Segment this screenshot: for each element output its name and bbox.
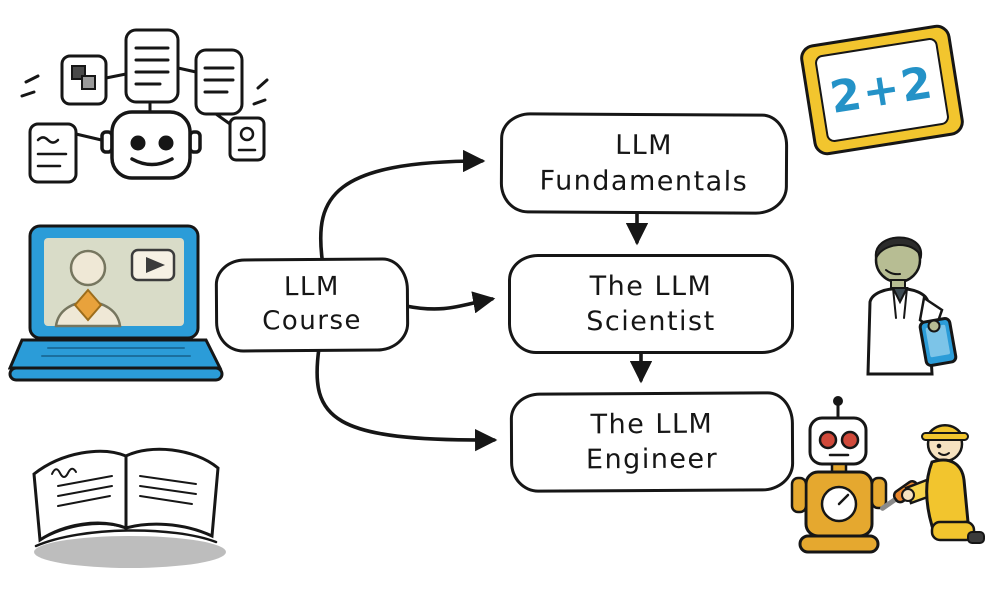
robot-mindmap-illustration	[20, 28, 269, 184]
math-board-text: 2+2	[813, 36, 951, 144]
node-llm-scientist-line1: The LLM	[589, 270, 713, 302]
scientist-with-tablet-illustration	[866, 236, 958, 376]
node-llm-fundamentals-line2: Fundamentals	[539, 164, 749, 198]
engineer-person	[880, 424, 985, 544]
presenter-avatar	[54, 249, 122, 328]
document-icons	[28, 28, 266, 184]
node-llm-engineer-line1: The LLM	[590, 408, 714, 441]
scientist-hair	[874, 236, 923, 262]
node-llm-engineer: The LLM Engineer	[509, 391, 795, 493]
node-llm-course-line1: LLM	[283, 272, 340, 303]
robot-icon	[790, 396, 888, 554]
open-book-illustration	[32, 447, 226, 568]
arrow-course-to-scientist	[404, 291, 496, 314]
node-llm-scientist-line2: Scientist	[586, 306, 716, 337]
arrow-course-to-engineer	[315, 346, 498, 452]
node-llm-fundamentals-line1: LLM	[615, 130, 674, 162]
robot-face-icon	[100, 110, 202, 180]
math-board-illustration: 2+2	[798, 22, 966, 158]
hard-hat-icon	[921, 432, 969, 441]
play-button-icon	[130, 248, 176, 282]
node-llm-scientist: The LLM Scientist	[508, 254, 794, 354]
node-llm-engineer-line2: Engineer	[585, 443, 719, 476]
node-llm-fundamentals: LLM Fundamentals	[499, 112, 789, 215]
engineer-building-robot-illustration	[790, 396, 985, 554]
engineer-vest	[925, 458, 970, 528]
node-llm-course: LLM Course	[214, 257, 410, 353]
video-laptop-illustration	[8, 224, 224, 382]
arrow-course-to-fundamentals	[318, 149, 486, 260]
node-llm-course-line2: Course	[262, 305, 363, 337]
